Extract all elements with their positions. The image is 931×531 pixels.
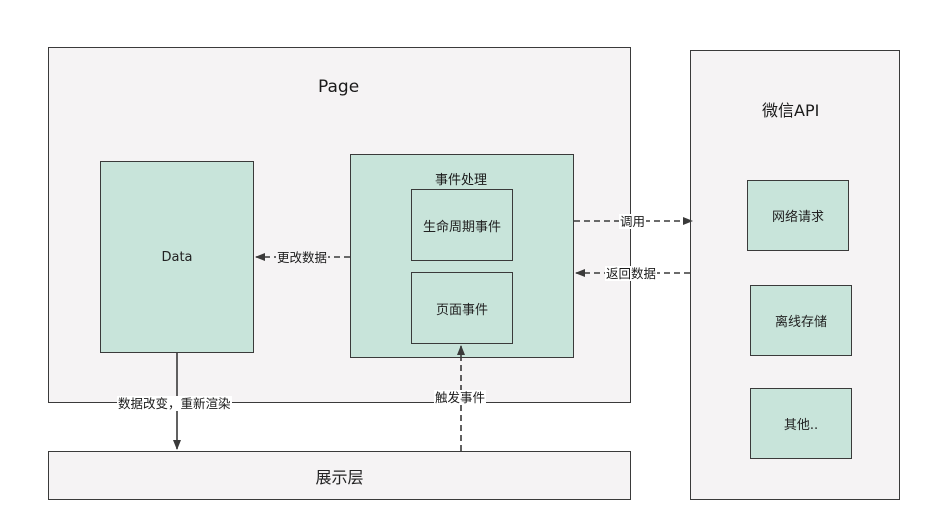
trigger-event-label: 触发事件	[434, 390, 487, 405]
network-request-box: 网络请求	[747, 180, 849, 251]
data-label: Data	[161, 249, 193, 265]
other-api-box: 其他..	[750, 388, 852, 459]
data-box: Data	[100, 161, 254, 353]
call-label: 调用	[619, 214, 647, 229]
other-api-label: 其他..	[783, 418, 819, 433]
data-changed-label: 数据改变，重新渲染	[117, 396, 232, 411]
wechat-api-title: 微信API	[762, 101, 820, 120]
page-event-label: 页面事件	[435, 302, 488, 318]
view-layer-box: 展示层	[48, 451, 631, 500]
offline-storage-box: 离线存储	[750, 285, 852, 356]
update-data-label: 更改数据	[276, 250, 329, 265]
offline-storage-label: 离线存储	[774, 315, 827, 330]
event-handling-title: 事件处理	[435, 173, 488, 188]
page-event-box: 页面事件	[411, 272, 513, 344]
return-data-label: 返回数据	[605, 266, 658, 281]
view-layer-label: 展示层	[315, 467, 364, 487]
page-title: Page	[318, 77, 360, 97]
network-request-label: 网络请求	[771, 210, 824, 225]
lifecycle-event-label: 生命周期事件	[422, 219, 501, 235]
lifecycle-event-box: 生命周期事件	[411, 189, 513, 261]
